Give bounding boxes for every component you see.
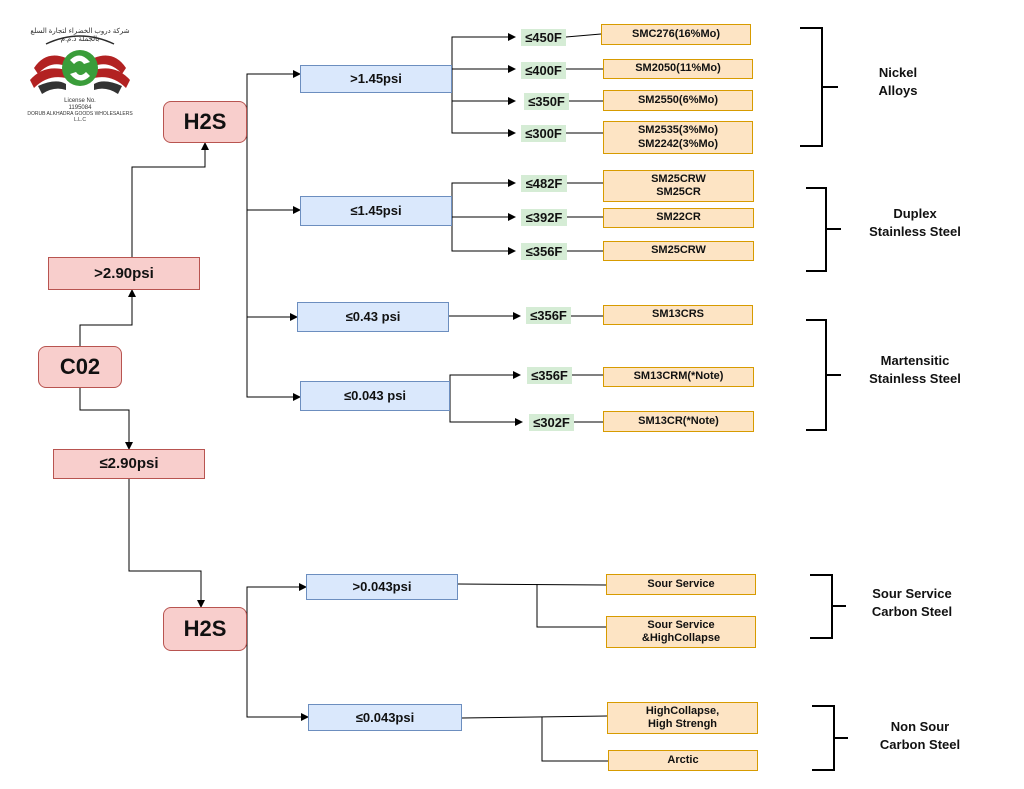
- h2s-pressure-node: ≤0.043psi: [308, 704, 462, 731]
- temperature-node: ≤400F: [521, 62, 566, 79]
- material-grade-node: SMC276(16%Mo): [601, 24, 751, 45]
- temperature-node: ≤350F: [524, 93, 569, 110]
- logo-arabic-text: ﺷﺮﻛﺔ ﺩﺭﻭﺏ ﺍﻟﺨﻀﺮﺍﺀ ﻟﺘﺠﺎﺭﺓ ﺍﻟﺴﻠﻊ ﺑﺎﻟﺠﻤﻠﺔ ﺫ…: [30, 28, 130, 44]
- material-grade-node: SM25CRW: [603, 241, 754, 261]
- temperature-node: ≤392F: [521, 209, 567, 226]
- temperature-node: ≤300F: [521, 125, 566, 142]
- h2s-pressure-node: ≤1.45psi: [300, 196, 452, 226]
- material-grade-node: SM2550(6%Mo): [603, 90, 753, 111]
- category-label: Duplex Stainless Steel: [869, 205, 961, 239]
- category-label: Non Sour Carbon Steel: [879, 718, 961, 752]
- temperature-node: ≤356F: [521, 243, 567, 260]
- material-grade-node: Sour Service &HighCollapse: [606, 616, 756, 648]
- material-grade-node: SM13CRS: [603, 305, 753, 325]
- material-grade-node: SM2535(3%Mo) SM2242(3%Mo): [603, 121, 753, 154]
- category-label: Martensitic Stainless Steel: [869, 352, 961, 386]
- temperature-node: ≤450F: [521, 29, 566, 46]
- h2s-pressure-node: >0.043psi: [306, 574, 458, 600]
- h2s-pressure-node: ≤0.043 psi: [300, 381, 450, 411]
- temperature-node: ≤482F: [521, 175, 567, 192]
- material-grade-node: Arctic: [608, 750, 758, 771]
- company-logo: [30, 35, 130, 94]
- logo-license-label: License No.: [64, 98, 96, 104]
- temperature-node: ≤356F: [526, 307, 571, 324]
- material-grade-node: SM13CRM(*Note): [603, 367, 754, 387]
- co2-high-pressure-node: >2.90psi: [48, 257, 200, 290]
- material-grade-node: SM22CR: [603, 208, 754, 228]
- h2s-pressure-node: ≤0.43 psi: [297, 302, 449, 332]
- category-label: Sour Service Carbon Steel: [871, 585, 953, 619]
- h2s-bottom-node: H2S: [163, 607, 247, 651]
- category-label: Nickel Alloys: [878, 64, 918, 98]
- temperature-node: ≤302F: [529, 414, 574, 431]
- material-grade-node: SM2050(11%Mo): [603, 59, 753, 79]
- temperature-node: ≤356F: [527, 367, 572, 384]
- material-grade-node: HighCollapse, High Strengh: [607, 702, 758, 734]
- material-grade-node: SM13CR(*Note): [603, 411, 754, 432]
- material-grade-node: SM25CRW SM25CR: [603, 170, 754, 202]
- co2-root-node: C02: [38, 346, 122, 388]
- logo-license-number: 1195084: [68, 105, 92, 111]
- h2s-pressure-node: >1.45psi: [300, 65, 452, 93]
- co2-low-pressure-node: ≤2.90psi: [53, 449, 205, 479]
- material-grade-node: Sour Service: [606, 574, 756, 595]
- logo-company-name: DORUB ALKHADRA GOODS WHOLESALERS L.L.C: [27, 111, 133, 123]
- h2s-top-node: H2S: [163, 101, 247, 143]
